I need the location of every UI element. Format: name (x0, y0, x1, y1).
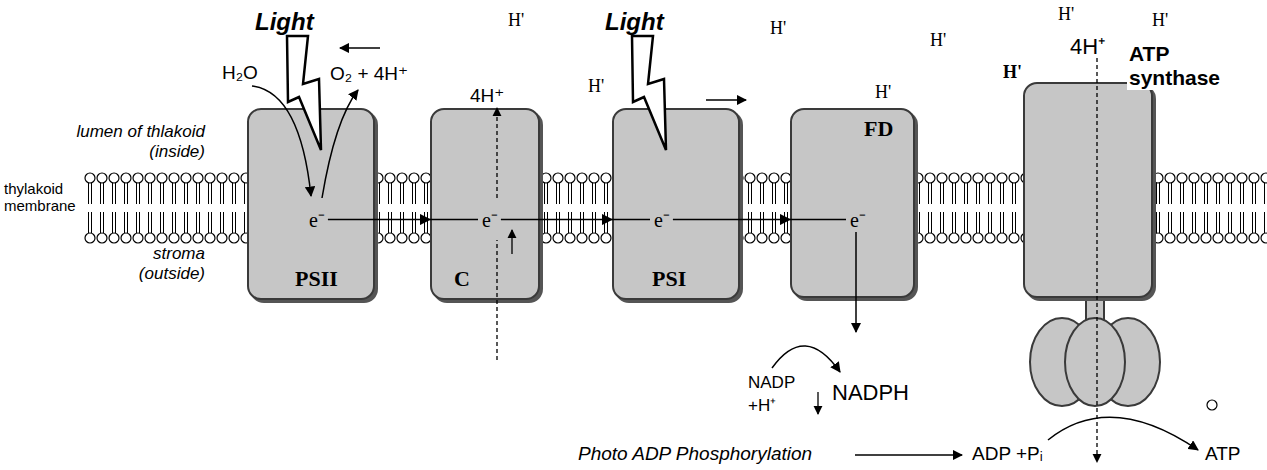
diagram-label-holder: Light (605, 8, 664, 36)
complex-name-holder: ATP synthase (1127, 42, 1227, 90)
down-arrow (817, 392, 818, 414)
diagram-label-holder: H' (875, 82, 891, 103)
complex-name: ATP synthase (1127, 42, 1227, 90)
diagram-label: Light (255, 8, 314, 36)
diagram-label-holder: Light (255, 8, 314, 36)
diagram-label-holder: ADP +Pᵢ (972, 443, 1043, 465)
nadp-arrow (772, 346, 840, 372)
diagram-label-holder: H' (1152, 10, 1168, 31)
direction-arrow (706, 99, 746, 101)
diagram-label-holder: H₂O (222, 62, 258, 84)
diagram-label: 4H⁺ (470, 84, 504, 107)
diagram-label: H' (875, 82, 891, 103)
diagram-label: NADP +H⁺ (748, 373, 804, 416)
electron-down-arrow (855, 232, 857, 332)
electron-symbol: e⁻ (850, 206, 866, 233)
diagram-label-holder: stroma (outside) (125, 244, 205, 284)
complex-name: FD (864, 116, 893, 142)
diagram-label-holder: H' (770, 18, 786, 39)
synthase-head (1096, 318, 1160, 406)
electron-leader (501, 219, 540, 221)
electron-leader (790, 219, 846, 221)
electron-transfer-arrow (375, 219, 430, 221)
complex-name-holder: PSI (652, 266, 686, 292)
electron-connectors (328, 219, 846, 220)
diagram-label: NADPH (832, 380, 909, 406)
diagram-label-holder: ATP (1205, 443, 1241, 465)
complex-name-holder: C (454, 266, 470, 292)
electron-leader (430, 219, 478, 221)
diagram-label: H' (770, 18, 786, 39)
diagram-label: stroma (outside) (125, 244, 205, 284)
diagram-label-holder: NADPH (832, 380, 909, 406)
diagram-label: H' (1003, 62, 1022, 83)
complex-name: C (454, 266, 470, 292)
protein-complex: e⁻ C (430, 108, 540, 300)
diagram-label-holder: 4H⁺ (470, 84, 504, 107)
small-circle (1207, 400, 1217, 410)
diagram-label: ATP (1205, 443, 1241, 465)
complex-name: PSI (652, 266, 686, 292)
proton-dashed-arrow (496, 240, 497, 360)
electron-symbol: e⁻ (309, 206, 325, 233)
complex-name-holder: PSII (295, 266, 338, 292)
diagram-label: H' (588, 76, 604, 97)
diagram-label: thylakoid membrane (4, 180, 80, 214)
electron-symbol-holder: e⁻ (309, 206, 325, 233)
diagram-label: H' (1058, 4, 1074, 25)
diagram-label: Light (605, 8, 664, 36)
lightning-bolt (632, 36, 666, 150)
diagram-label-holder: H' (1058, 4, 1074, 25)
electron-symbol: e⁻ (654, 206, 670, 233)
water-arrow (252, 86, 311, 196)
complex-name-holder: FD (864, 116, 893, 142)
electron-leader (673, 219, 740, 221)
electron-symbol-holder: e⁻ (654, 206, 670, 233)
diagram-label-holder: NADP +H⁺ (748, 373, 804, 416)
electron-transfer-arrow (740, 219, 790, 221)
diagram-label: Photo ADP Phosphorylation (578, 443, 812, 465)
diagram-label-holder: H' (1003, 62, 1022, 83)
diagram-label: H' (1152, 10, 1168, 31)
diagram-label: O₂ + 4H⁺ (330, 62, 408, 85)
diagram-label: H' (930, 30, 946, 51)
electron-symbol-holder: e⁻ (482, 206, 498, 233)
diagram-label-holder: Photo ADP Phosphorylation (578, 443, 812, 465)
electron-transfer-arrow (540, 219, 612, 221)
diagram-label: lumen of thlakoid (inside) (55, 122, 205, 162)
synthase-head (1030, 318, 1094, 406)
diagram-label: ADP +Pᵢ (972, 443, 1043, 465)
protein-complex: e⁻ PSII (247, 108, 375, 300)
diagram-label: H₂O (222, 62, 258, 84)
diagram-label: H' (508, 10, 524, 31)
proton-dashed-arrow (496, 108, 497, 198)
direction-arrow (340, 47, 380, 49)
diagram-label-holder: O₂ + 4H⁺ (330, 62, 408, 85)
diagram-label: 4H⁺ (1070, 30, 1105, 60)
diagram-label-holder: thylakoid membrane (4, 180, 80, 214)
protein-complex: ATP synthase (1023, 82, 1153, 298)
electron-leader (328, 219, 375, 221)
up-arrow (511, 230, 512, 254)
proton-dashed-arrow (1096, 58, 1097, 462)
lightning-bolt (287, 36, 321, 150)
diagram-label-holder: H' (508, 10, 524, 31)
diagram-label-holder: lumen of thlakoid (inside) (55, 122, 205, 162)
protein-complex: FD e⁻ (790, 108, 915, 298)
protein-complex: e⁻ PSI (612, 108, 740, 300)
process-arrow (855, 454, 962, 456)
diagram-label-holder: H' (930, 30, 946, 51)
complex-name: PSII (295, 266, 338, 292)
synthase-head (1065, 318, 1125, 406)
oxygen-arrow (322, 90, 358, 198)
electron-leader (612, 219, 650, 221)
diagram-label-holder: H' (588, 76, 604, 97)
electron-symbol-holder: e⁻ (850, 206, 866, 233)
diagram-label-holder: 4H⁺ (1070, 30, 1105, 60)
atp-arrow (1048, 417, 1198, 450)
electron-symbol: e⁻ (482, 206, 498, 233)
